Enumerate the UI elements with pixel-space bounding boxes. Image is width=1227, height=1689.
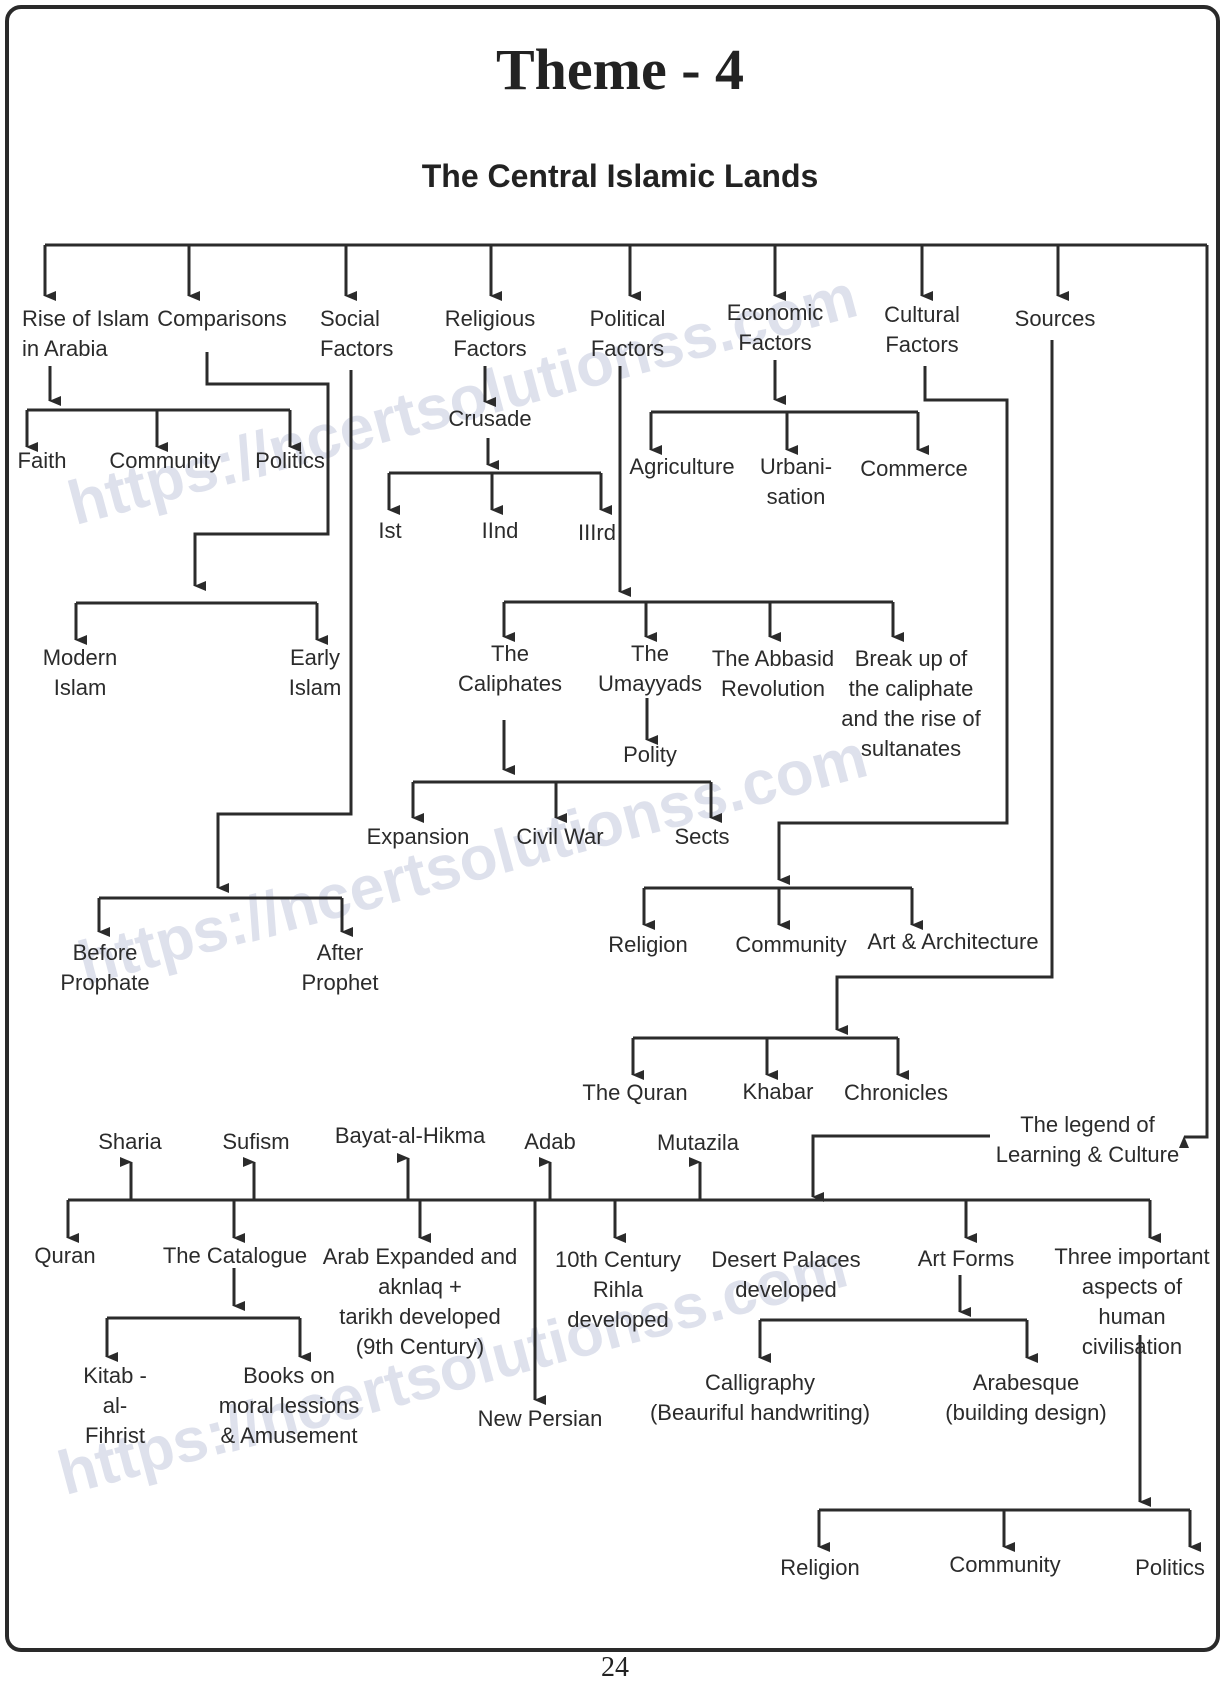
node-bayat-al-hikma: Bayat-al-Hikma (334, 1123, 486, 1148)
node-community: Community (109, 448, 221, 473)
page-frame (5, 5, 1220, 1652)
node-art-forms: Art Forms (917, 1246, 1015, 1271)
node-politics: Politics (255, 448, 325, 473)
node-arab-expanded: Arab Expanded and aknlaq + tarikh develo… (322, 1244, 518, 1359)
node-rise-of-islam: Rise of Islam in Arabia (22, 306, 150, 361)
node-the-quran: The Quran (582, 1080, 688, 1105)
node-economic-factors: Economic Factors (726, 300, 824, 355)
node-polity: Polity (623, 742, 677, 767)
node-religious-factors: Religious Factors (444, 306, 536, 361)
node-early-islam: Early Islam (288, 645, 342, 700)
node-faith: Faith (17, 448, 67, 473)
node-community-civilisation: Community (949, 1552, 1061, 1577)
node-legend-learning-culture: The legend of Learning & Culture (995, 1112, 1180, 1167)
node-before-prophet: Before Prophate (60, 940, 150, 995)
node-art-architecture: Art & Architecture (867, 929, 1039, 954)
node-urbanisation: Urbani- sation (759, 454, 833, 509)
node-books-moral-lessons: Books on moral lessions & Amusement (218, 1363, 360, 1448)
node-chronicles: Chronicles (844, 1080, 948, 1105)
page-number: 24 (601, 1652, 629, 1683)
node-adab: Adab (524, 1129, 576, 1154)
node-new-persian: New Persian (477, 1406, 603, 1431)
node-sources: Sources (1014, 306, 1096, 331)
node-calligraphy: Calligraphy (Beauriful handwriting) (649, 1370, 871, 1425)
node-the-umayyads: The Umayyads (598, 641, 702, 696)
node-agriculture: Agriculture (629, 454, 735, 479)
node-mutazila: Mutazila (657, 1130, 739, 1155)
node-abbasid-revolution: The Abbasid Revolution (711, 646, 835, 701)
node-cultural-factors: Cultural Factors (884, 302, 960, 357)
node-crusade-1: Ist (378, 518, 402, 543)
node-religion-civilisation: Religion (780, 1555, 860, 1580)
node-religion: Religion (608, 932, 688, 957)
node-the-catalogue: The Catalogue (162, 1243, 308, 1268)
node-quran: Quran (34, 1243, 96, 1268)
node-comparisons: Comparisons (157, 306, 287, 331)
node-commerce: Commerce (860, 456, 968, 481)
node-after-prophet: After Prophet (301, 940, 379, 995)
node-crusade: Crusade (448, 406, 532, 431)
diagram-title: The Central Islamic Lands (421, 158, 819, 194)
node-modern-islam: Modern Islam (42, 645, 118, 700)
node-sects: Sects (674, 824, 730, 849)
node-politics-civilisation: Politics (1135, 1555, 1205, 1580)
node-kitab-al-fihrist: Kitab - al- Fihrist (83, 1363, 147, 1448)
node-break-up-caliphate: Break up of the caliphate and the rise o… (841, 646, 981, 761)
node-expansion: Expansion (366, 824, 470, 849)
node-arabesque: Arabesque (building design) (945, 1370, 1107, 1425)
node-sharia: Sharia (98, 1129, 162, 1154)
node-political-factors: Political Factors (589, 306, 666, 361)
node-sufism: Sufism (222, 1129, 290, 1154)
node-community-cultural: Community (735, 932, 847, 957)
node-crusade-3: IIIrd (578, 520, 616, 545)
node-the-caliphates: The Caliphates (458, 641, 562, 696)
node-three-aspects: Three important aspects of human civilis… (1054, 1244, 1210, 1359)
node-10th-century-rihla: 10th Century Rihla developed (555, 1247, 681, 1332)
node-khabar: Khabar (742, 1079, 814, 1104)
node-civil-war: Civil War (516, 824, 604, 849)
node-desert-palaces: Desert Palaces developed (711, 1247, 861, 1302)
page-title: Theme - 4 (495, 37, 745, 102)
node-social-factors: Social Factors (320, 306, 394, 361)
node-crusade-2: IInd (481, 518, 519, 543)
